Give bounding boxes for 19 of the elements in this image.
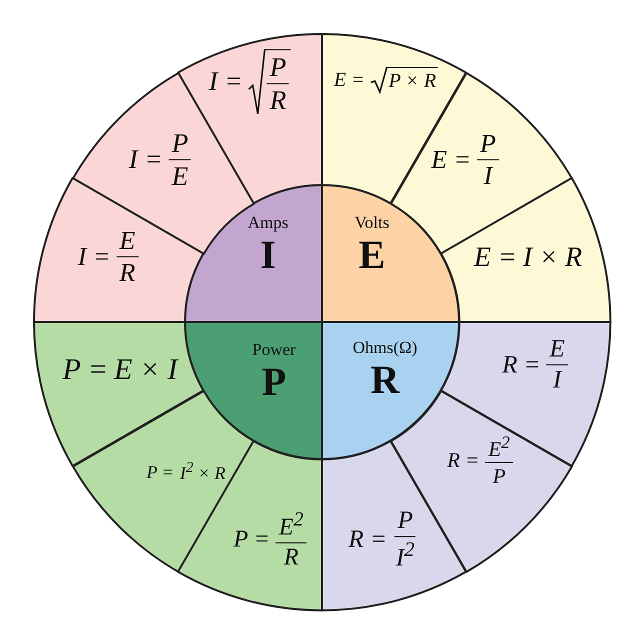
quadrant-segment bbox=[185, 322, 322, 459]
quantity-symbol: I bbox=[260, 233, 276, 277]
wedge-segment bbox=[178, 440, 322, 610]
quantity-symbol: P bbox=[262, 360, 286, 404]
formula: P = E × I bbox=[62, 353, 178, 387]
quantity-name: Ohms(Ω) bbox=[352, 338, 418, 358]
formula: E = P × R bbox=[334, 67, 438, 93]
quantity-symbol: E bbox=[358, 233, 386, 277]
quantity-name: Volts bbox=[354, 213, 390, 233]
quantity-name: Amps bbox=[248, 213, 288, 233]
formula: P = I$^{2}$ × R bbox=[146, 460, 226, 484]
quadrant-segment bbox=[185, 185, 322, 322]
wedge-segment bbox=[322, 440, 466, 610]
wedge-segment bbox=[72, 390, 254, 572]
quadrant-segment bbox=[322, 185, 459, 322]
quantity-name: Power bbox=[252, 340, 296, 360]
formula: E = I × R bbox=[474, 242, 582, 274]
quantity-symbol: R bbox=[370, 358, 400, 402]
wedge-segment bbox=[440, 322, 610, 466]
